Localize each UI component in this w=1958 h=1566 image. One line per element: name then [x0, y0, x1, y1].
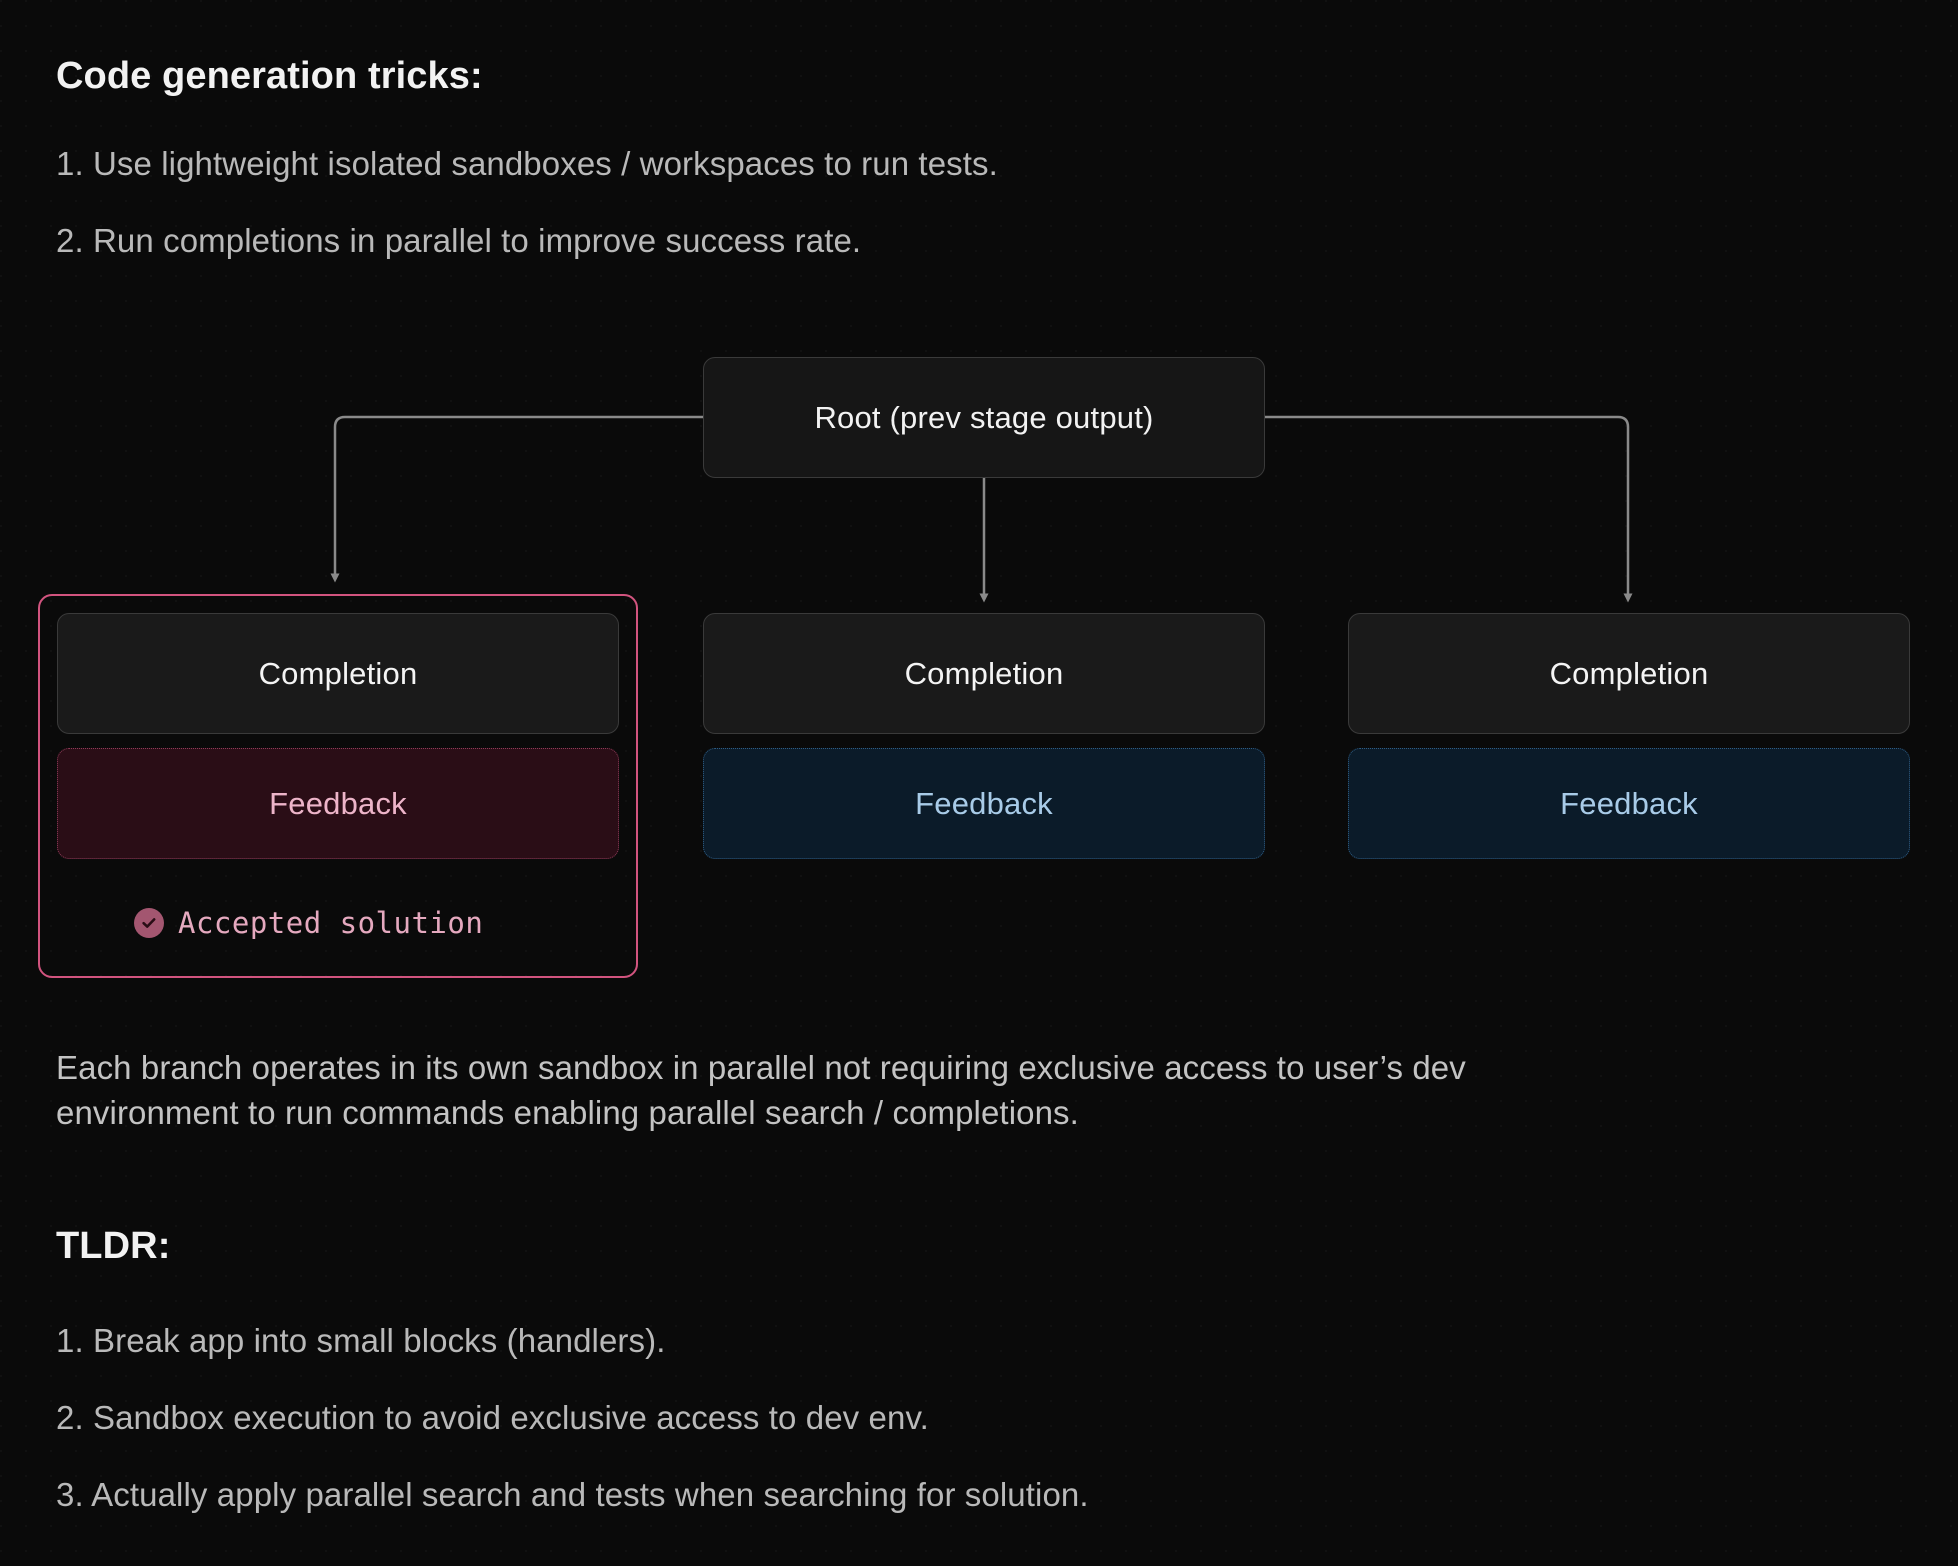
accepted-solution-label: Accepted solution [178, 906, 484, 940]
root-node-label: Root (prev stage output) [814, 399, 1154, 435]
diagram-node-root[interactable]: Root (prev stage output) [703, 357, 1265, 478]
diagram-node-feedback-2[interactable]: Feedback [703, 748, 1265, 859]
feedback-3-label: Feedback [1560, 785, 1698, 821]
diagram-node-completion-2[interactable]: Completion [703, 613, 1265, 734]
list-item: 3. Actually apply parallel search and te… [56, 1476, 1089, 1513]
connector-root-to-branch-3 [1265, 415, 1633, 603]
diagram-node-feedback-3[interactable]: Feedback [1348, 748, 1910, 859]
diagram-caption: Each branch operates in its own sandbox … [56, 1049, 1466, 1131]
connector-root-to-branch-1 [330, 415, 703, 583]
feedback-2-label: Feedback [915, 785, 1053, 821]
completion-2-label: Completion [904, 655, 1064, 691]
completion-1-label: Completion [258, 655, 418, 691]
diagram-node-completion-1[interactable]: Completion [57, 613, 619, 734]
list-item: 2. Run completions in parallel to improv… [56, 222, 862, 259]
page-title-code-generation-tricks: Code generation tricks: [56, 55, 483, 97]
feedback-1-label: Feedback [269, 785, 407, 821]
completion-3-label: Completion [1549, 655, 1709, 691]
list-item: 1. Break app into small blocks (handlers… [56, 1322, 666, 1359]
status-badge-accepted-solution: Accepted solution [134, 906, 483, 940]
check-circle-icon [134, 908, 164, 938]
section-title-tldr: TLDR: [56, 1225, 171, 1267]
list-item: 1. Use lightweight isolated sandboxes / … [56, 145, 998, 182]
list-item: 2. Sandbox execution to avoid exclusive … [56, 1399, 929, 1436]
diagram-node-completion-3[interactable]: Completion [1348, 613, 1910, 734]
diagram-node-feedback-1[interactable]: Feedback [57, 748, 619, 859]
branch-group-accepted[interactable] [38, 594, 638, 978]
